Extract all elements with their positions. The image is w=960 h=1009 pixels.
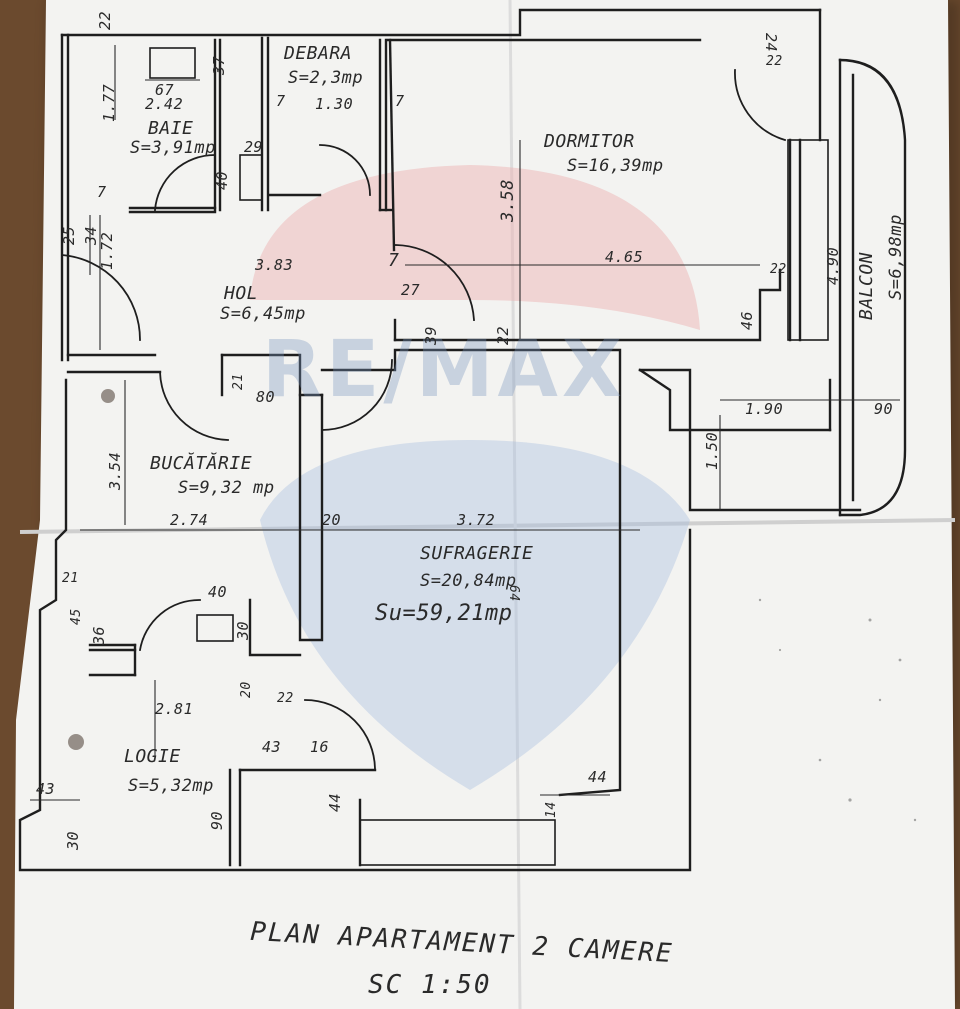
room-bucatarie-name: BUCĂTĂRIE [150, 453, 253, 474]
window-dormitor [787, 139, 829, 341]
room-logie-name: LOGIE [124, 746, 181, 767]
dim-label: 14 [544, 801, 559, 818]
dim-label: 37 [210, 55, 228, 75]
dim-label: 3.58 [498, 179, 518, 222]
plan-total-area: Su=59,21mp [375, 601, 513, 626]
dim-label: 20 [322, 511, 342, 529]
dim-label: 7 [97, 183, 107, 201]
dim-label: 90 [874, 400, 894, 418]
dim-label: 1.77 [100, 83, 118, 122]
dim-label: 24 [762, 33, 780, 53]
wall-outer-top [60, 8, 822, 37]
dim-label: 20 [239, 681, 254, 698]
window-sufragerie [359, 819, 556, 866]
room-hol-area: S=6,45mp [220, 304, 306, 324]
door-sufragerie [321, 359, 393, 431]
dim-label: 22 [770, 262, 787, 277]
dim-label: 22 [277, 691, 294, 706]
remax-watermark-text: RE/MAX [262, 325, 626, 415]
dim-label: 22 [766, 54, 783, 69]
dim-label: 64 [506, 585, 521, 602]
door-baie [154, 154, 216, 211]
dim-label: 90 [208, 810, 226, 830]
room-hol-name: HOL [224, 283, 259, 304]
room-sufragerie-area: S=20,84mp [420, 571, 517, 591]
dim-label: 1.72 [98, 231, 116, 270]
balcon-outline [838, 58, 907, 517]
room-baie-name: BAIE [148, 118, 194, 139]
dim-label: 7 [395, 92, 405, 110]
dim-label: 40 [213, 170, 231, 190]
dim-label: 39 [422, 325, 440, 345]
door-hol-bucatarie [159, 371, 229, 441]
plan-scale: SC 1:50 [368, 970, 492, 1000]
room-dormitor-name: DORMITOR [544, 131, 635, 152]
dim-label: 4.90 [824, 246, 842, 285]
dim-label: 45 [69, 608, 84, 625]
toilet-fixture [239, 154, 263, 201]
dim-label: 34 [82, 225, 100, 245]
room-bucatarie-area: S=9,32 mp [178, 478, 275, 498]
dim-label: 80 [256, 388, 276, 406]
wall-left-lower [18, 378, 692, 872]
dim-label: 1.30 [315, 95, 354, 113]
dim-label: 2.81 [155, 700, 194, 718]
door-entrance [61, 254, 141, 341]
dim-label: 36 [90, 625, 108, 645]
dim-label: 4.65 [605, 248, 644, 266]
room-debara-area: S=2,3mp [288, 68, 364, 88]
room-balcon-area: S=6,98mp [886, 214, 906, 300]
dim-label: 16 [310, 738, 330, 756]
dim-label: 67 [155, 81, 175, 99]
dim-label: 2.42 [145, 95, 184, 113]
dim-label: 43 [36, 780, 56, 798]
dim-label: 2.74 [170, 511, 209, 529]
paper-sheet [14, 0, 955, 1009]
dim-label: 30 [234, 620, 252, 640]
dim-label: 44 [588, 768, 608, 786]
dim-label: 22 [494, 325, 512, 345]
bath-fixture [149, 47, 196, 79]
dim-label: 43 [262, 738, 282, 756]
room-logie-area: S=5,32mp [128, 776, 214, 796]
dim-label: 40 [208, 583, 228, 601]
scan-noise [68, 389, 917, 822]
door-dormitor-balcon [734, 69, 787, 142]
door-bucatarie-logie [138, 599, 201, 652]
door-logie-sufragerie [304, 699, 376, 771]
dim-label: 1.50 [703, 431, 721, 470]
room-dormitor-area: S=16,39mp [567, 156, 664, 176]
room-baie-area: S=3,91mp [130, 138, 216, 158]
room-balcon-name: BALCON [856, 251, 877, 320]
dim-label: 21 [62, 571, 79, 586]
door-debara [319, 144, 371, 196]
dim-label: 25 [60, 225, 78, 245]
dim-label: 27 [401, 281, 421, 299]
remax-watermark [250, 165, 700, 790]
dim-label: 3.54 [106, 451, 124, 490]
dim-label: 44 [326, 792, 344, 812]
room-sufragerie-name: SUFRAGERIE [420, 543, 534, 564]
dim-label: 7 [388, 250, 400, 271]
sink-fixture [196, 614, 234, 642]
dim-label: 30 [64, 830, 82, 850]
dim-label: 46 [738, 310, 756, 330]
dim-label: 1.90 [745, 400, 784, 418]
dim-label: 3.72 [457, 511, 496, 529]
room-debara-name: DEBARA [284, 43, 353, 64]
dim-label: 22 [96, 10, 114, 30]
dim-label: 29 [244, 138, 264, 156]
dim-label: 3.83 [255, 256, 294, 274]
dim-label: 7 [276, 92, 286, 110]
dim-label: 21 [231, 373, 246, 390]
door-dormitor [393, 244, 475, 321]
